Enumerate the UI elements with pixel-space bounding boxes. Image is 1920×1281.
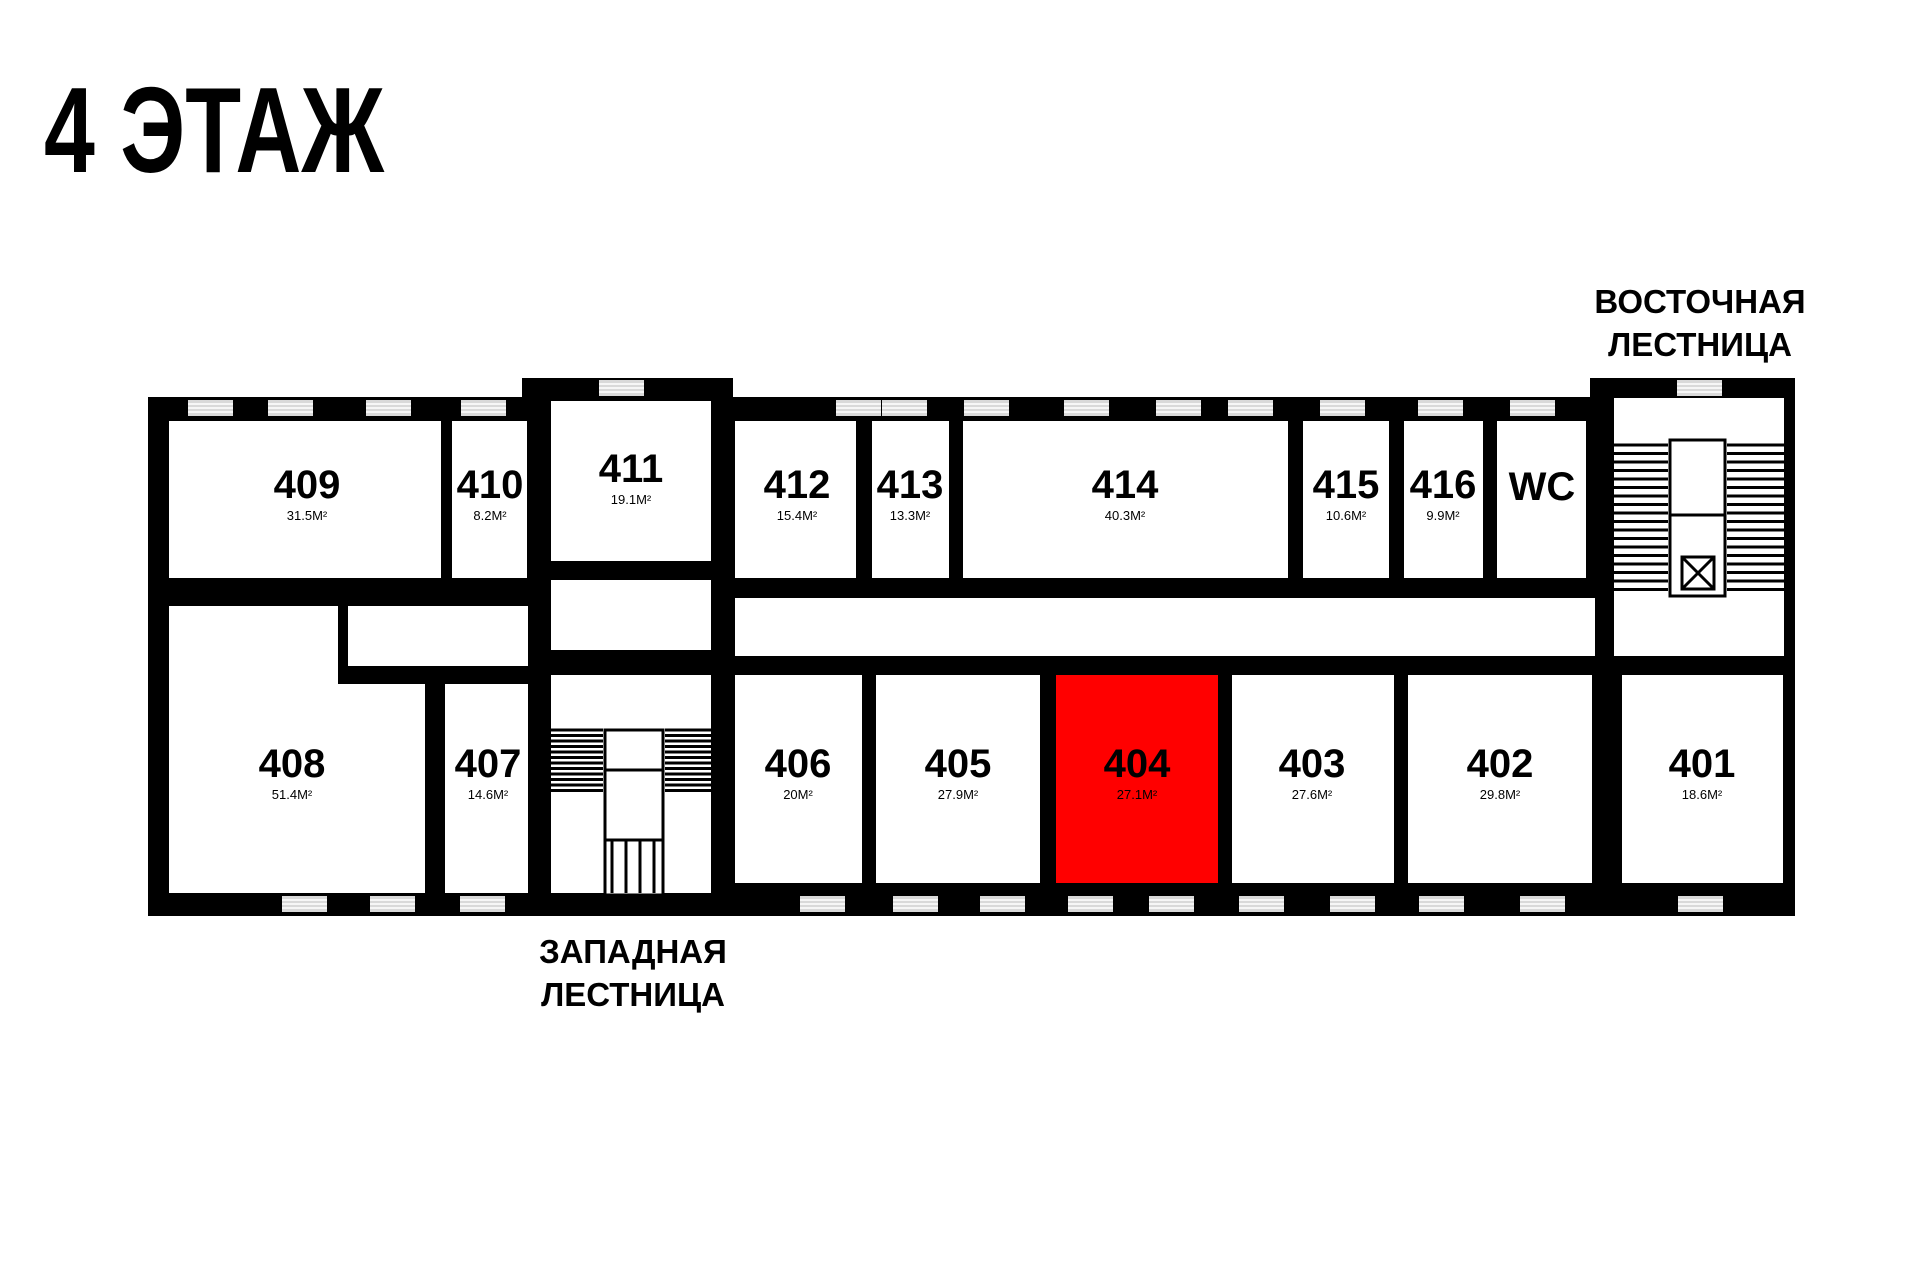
- room-area: 20М²: [783, 787, 813, 802]
- room-number: 414: [1092, 463, 1159, 507]
- room-area: 10.6М²: [1326, 508, 1367, 523]
- east-stair-caption-line2: ЛЕСТНИЦА: [1608, 326, 1792, 363]
- room-number: WC: [1509, 465, 1576, 509]
- west-stair-caption-line1: ЗАПАДНАЯ: [539, 933, 727, 970]
- room-number: 408: [259, 742, 326, 786]
- room-area: 19.1М²: [611, 492, 652, 507]
- west-stair-caption-line2: ЛЕСТНИЦА: [541, 976, 725, 1013]
- room-409-area: [169, 421, 441, 578]
- room-405-area: [876, 675, 1040, 883]
- room-410-area: [452, 421, 527, 578]
- east-stair-caption-line1: ВОСТОЧНАЯ: [1594, 283, 1805, 320]
- room-number: 407: [455, 742, 522, 786]
- room-area: 13.3М²: [890, 508, 931, 523]
- room-402-area: [1408, 675, 1592, 883]
- room-number: 401: [1669, 742, 1736, 786]
- room-number: 412: [764, 463, 831, 507]
- room-area: 8.2М²: [473, 508, 507, 523]
- room-wc-area: [1497, 421, 1586, 578]
- room-number: 405: [925, 742, 992, 786]
- room-number: 404: [1104, 742, 1171, 786]
- room-wc[interactable]: WC: [1509, 465, 1576, 509]
- room-area: 14.6М²: [468, 787, 509, 802]
- room-406-area: [735, 675, 862, 883]
- room-area: 27.6М²: [1292, 787, 1333, 802]
- room-411-area: [551, 401, 711, 561]
- room-404-highlight: [1056, 675, 1218, 883]
- room-area: 27.1М²: [1117, 787, 1158, 802]
- windows: [188, 380, 1723, 912]
- corridor: [735, 598, 1595, 656]
- room-area: 18.6М²: [1682, 787, 1723, 802]
- interior-spaces: [169, 398, 1784, 893]
- room-area: 31.5М²: [287, 508, 328, 523]
- room-area: 15.4М²: [777, 508, 818, 523]
- room-413-area: [872, 421, 949, 578]
- room-414-area: [963, 421, 1288, 578]
- storage-nook: [348, 606, 528, 666]
- room-number: 415: [1313, 463, 1380, 507]
- floor-title: 4 ЭТАЖ: [44, 62, 385, 198]
- room-number: 416: [1410, 463, 1477, 507]
- room-416-area: [1404, 421, 1483, 578]
- room-area: 29.8М²: [1480, 787, 1521, 802]
- room-number: 411: [599, 447, 664, 491]
- room-401-area: [1622, 675, 1783, 883]
- room-412-area: [735, 421, 856, 578]
- room-415-area: [1303, 421, 1389, 578]
- west-staircase: [551, 728, 711, 897]
- room-number: 403: [1279, 742, 1346, 786]
- room-403-area: [1232, 675, 1394, 883]
- room-area: 9.9М²: [1426, 508, 1460, 523]
- room-number: 406: [765, 742, 832, 786]
- room-number: 409: [274, 463, 341, 507]
- room-area: 40.3М²: [1105, 508, 1146, 523]
- west-hall: [551, 580, 711, 650]
- room-407-area: [445, 684, 528, 893]
- room-area: 51.4М²: [272, 787, 313, 802]
- room-408-area: [169, 606, 425, 893]
- room-number: 410: [457, 463, 524, 507]
- room-number: 402: [1467, 742, 1534, 786]
- east-staircase: [1614, 438, 1784, 598]
- room-number: 413: [877, 463, 944, 507]
- room-area: 27.9М²: [938, 787, 979, 802]
- elevator-icon: [1680, 555, 1716, 591]
